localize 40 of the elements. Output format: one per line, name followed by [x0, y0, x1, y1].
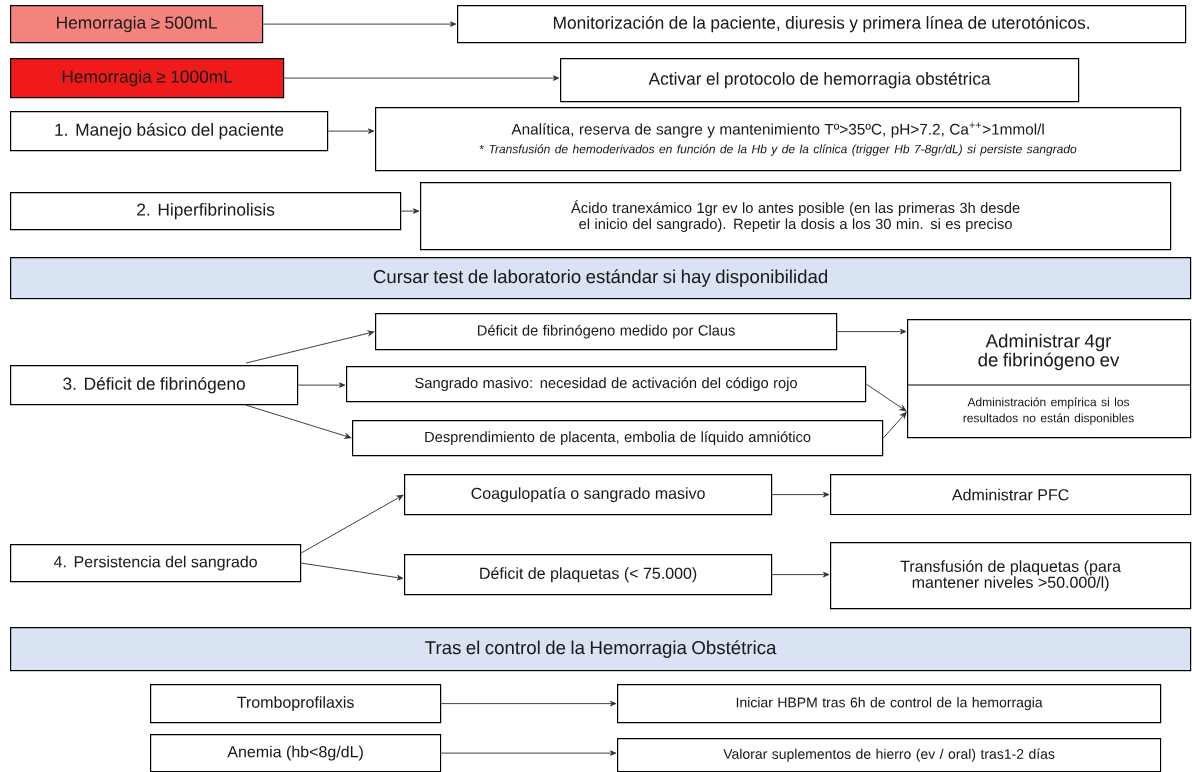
step-box: 1. Manejo básico del paciente	[10, 111, 329, 152]
arrow	[836, 328, 907, 335]
condition-box: Coagulopatía o sangrado masivo	[404, 474, 773, 516]
arrow	[400, 208, 420, 214]
arrow	[882, 412, 907, 439]
action-box: Activar el protocolo de hemorragia obstétrica	[560, 58, 1080, 103]
step-box: 4. Persistencia del sangrado	[10, 544, 302, 583]
condition-box: Déficit de fibrinógeno medido por Claus	[375, 313, 838, 351]
action-box: Ácido tranexámico 1gr ev lo antes posible (en las primeras 3h desde el inicio del sangrado). Repetir la dosis a los 30 min. si es preciso	[420, 182, 1172, 251]
arrow	[440, 750, 617, 756]
arrow	[771, 571, 830, 578]
arrow	[300, 494, 404, 554]
step-box: Anemia (hb<8g/dL)	[150, 734, 442, 772]
arrow	[440, 700, 617, 707]
arrow	[262, 21, 457, 27]
arrow	[297, 382, 346, 388]
treatment-box: Administrar 4gr de fibrinógeno ev Administración empírica si los resultados no están disponibles	[906, 319, 1192, 439]
alert-box: Hemorragia ≥ 500mL	[10, 5, 264, 44]
arrow	[771, 491, 830, 498]
action-box: Monitorización de la paciente, diuresis y primera línea de uterotónicos.	[457, 5, 1187, 44]
step-box: 3. Déficit de fibrinógeno	[10, 365, 299, 406]
step-box: Tromboprofilaxis	[150, 684, 442, 724]
arrow	[865, 383, 907, 412]
action-box: Analítica, reserva de sangre y mantenimiento Tº>35ºC, pH>7.2, Ca$^{++}$>1mmol/l *Transfusión de hemoderivados en función de la Hb y de la clínica (trigger Hb 7-8gr/dL) si persiste sangrado	[375, 107, 1182, 172]
section-band: Tras el control de la Hemorragia Obstétrica	[10, 627, 1192, 672]
condition-box: Sangrado masivo: necesidad de activación del código rojo	[346, 366, 867, 403]
treatment-box: Administrar PFC	[830, 474, 1192, 516]
arrow	[327, 128, 375, 134]
section-band: Cursar test de laboratorio estándar si hay disponibilidad	[10, 257, 1192, 300]
arrow	[245, 404, 352, 439]
treatment-box: Transfusión de plaquetas (para mantener niveles >50.000/l)	[830, 542, 1192, 610]
step-box: 2. Hiperfibrinolisis	[10, 192, 402, 231]
arrow	[283, 75, 560, 81]
arrow	[300, 562, 404, 581]
condition-box: Desprendimiento de placenta, embolia de líquido amniótico	[352, 420, 884, 457]
action-box: Iniciar HBPM tras 6h de control de la hemorragia	[617, 684, 1162, 724]
condition-box: Déficit de plaquetas (< 75.000)	[404, 554, 773, 596]
action-box: Valorar suplementos de hierro (ev / oral) tras1-2 días	[617, 738, 1162, 772]
alert-box: Hemorragia ≥ 1000mL	[10, 58, 285, 99]
arrow	[245, 330, 375, 364]
